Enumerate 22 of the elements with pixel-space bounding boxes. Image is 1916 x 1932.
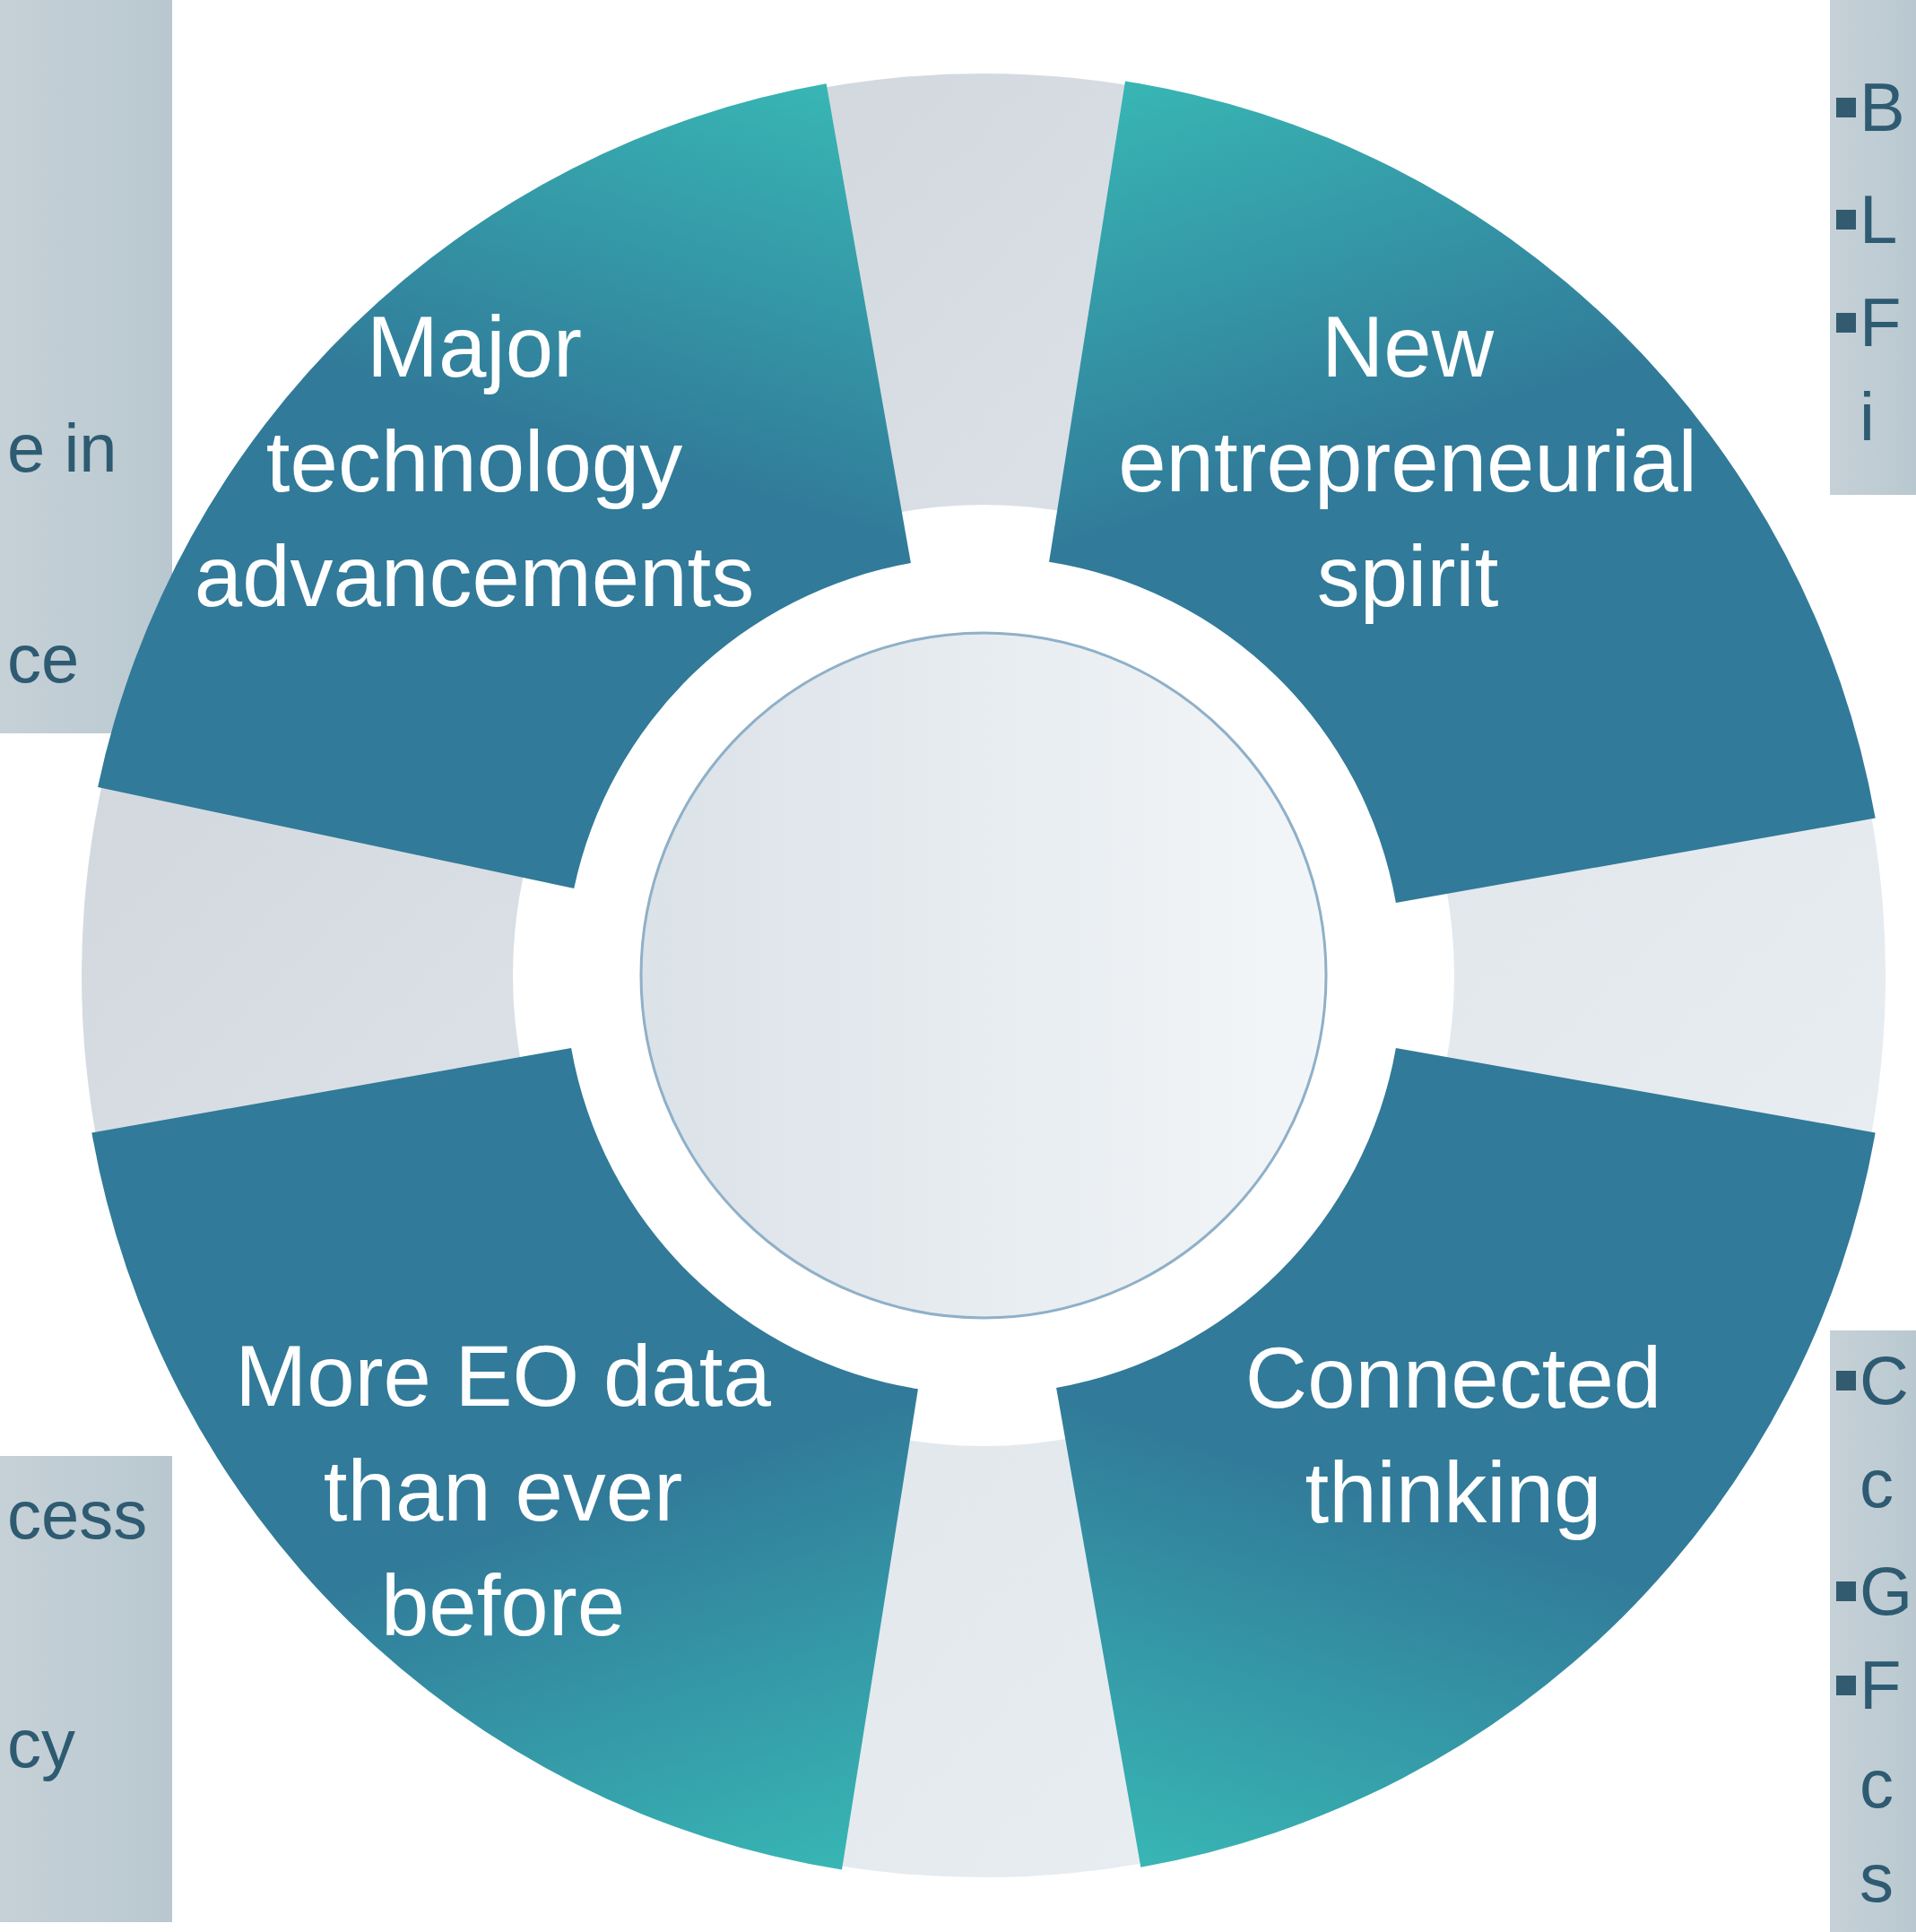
text-fragment: L [1860, 180, 1898, 259]
text-fragment: C [1860, 1341, 1909, 1420]
text-fragment: c [1860, 1745, 1894, 1824]
segment-label: New entrepreneurial spirit [1117, 298, 1698, 626]
text-fragment: i [1860, 377, 1875, 456]
text-fragment: B [1860, 68, 1905, 147]
text-fragment: ce [7, 619, 80, 698]
text-fragment: e in [7, 409, 117, 488]
text-fragment: F [1860, 283, 1902, 362]
segment-label: More EO data than ever before [234, 1327, 772, 1655]
text-panel [0, 0, 172, 733]
text-fragment: c [1860, 1444, 1894, 1523]
text-fragment: cess [7, 1476, 148, 1555]
segment-label: Major technology advancements [193, 298, 756, 626]
text-fragment: G [1860, 1552, 1913, 1631]
segment-label: Connected thinking [1244, 1329, 1663, 1542]
text-fragment: s [1860, 1839, 1894, 1918]
text-fragment: F [1860, 1646, 1902, 1725]
text-panel [1830, 1330, 1916, 1932]
text-fragment: cy [7, 1704, 75, 1783]
text-panel [1830, 0, 1916, 495]
text-panel [0, 1456, 172, 1922]
